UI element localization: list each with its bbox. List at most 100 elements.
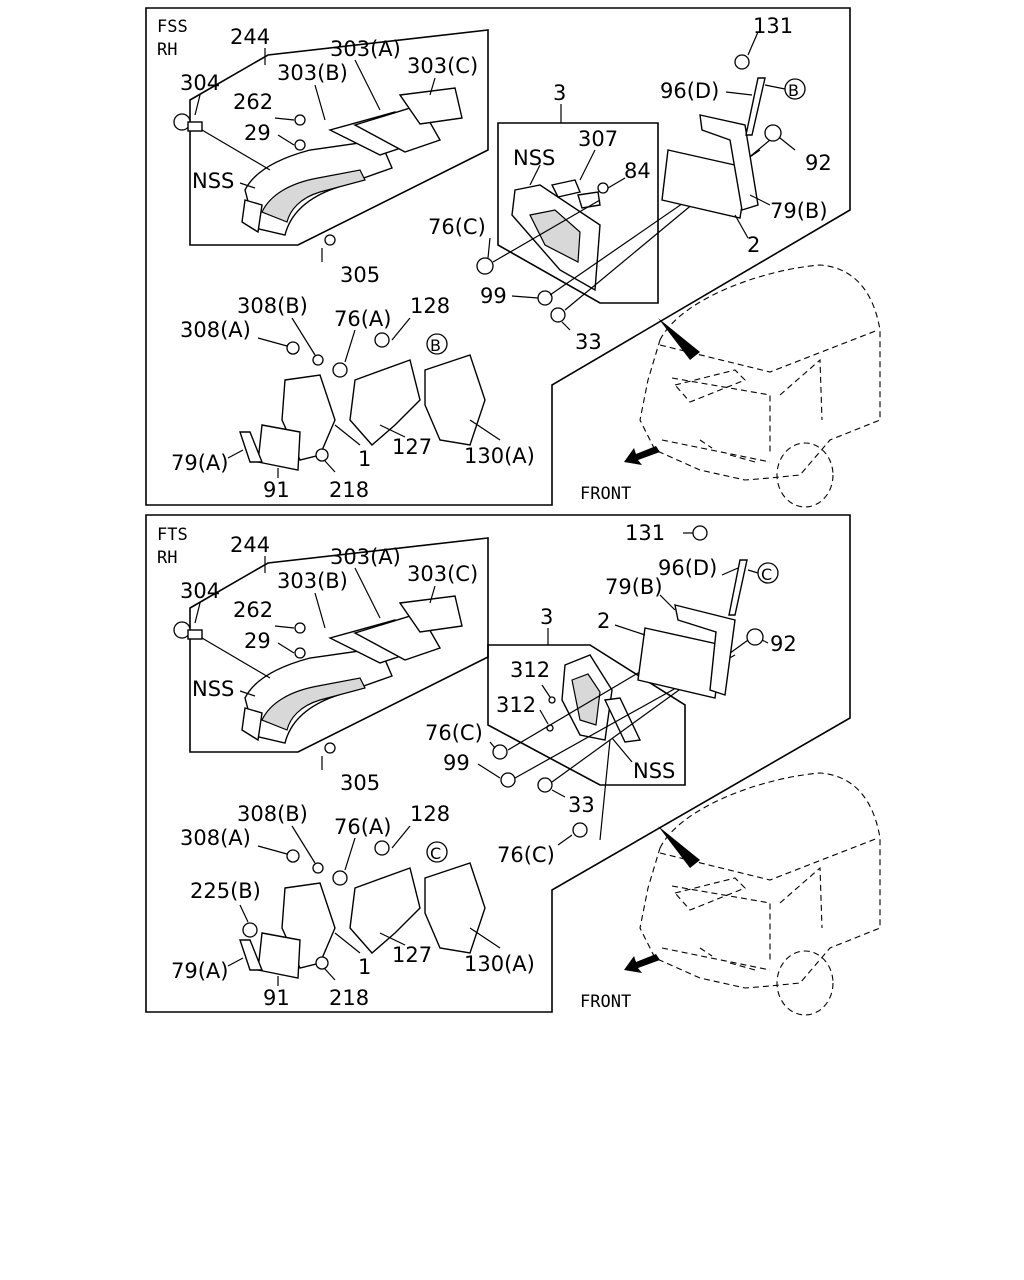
label-76a: 76(A) <box>334 815 391 839</box>
label-79a: 79(A) <box>171 451 228 475</box>
label-130a: 130(A) <box>464 444 535 468</box>
label-76c2: 76(C) <box>497 843 555 867</box>
label-99: 99 <box>480 284 507 308</box>
bolt-76c2-icon <box>572 822 588 838</box>
bolt-131-icon <box>734 54 750 70</box>
ref-b-letter: B <box>788 81 799 100</box>
washer-262-icon <box>294 622 306 634</box>
bolt-128-icon <box>374 840 390 856</box>
front-arrow-icon <box>624 446 660 465</box>
ref-b2-letter: B <box>430 336 441 355</box>
label-303a: 303(A) <box>330 37 401 61</box>
label-305: 305 <box>340 263 380 287</box>
label-127: 127 <box>392 435 432 459</box>
label-262: 262 <box>233 90 273 114</box>
label-128: 128 <box>410 802 450 826</box>
front-arrow-icon <box>624 954 660 973</box>
bracket-group-box <box>487 644 686 786</box>
truck-cab-illustration <box>639 772 881 1016</box>
washer-262-icon <box>294 114 306 126</box>
label-3: 3 <box>553 81 566 105</box>
mudflap-bracket-part <box>239 354 486 471</box>
clip-305-icon <box>324 234 336 246</box>
label-79b: 79(B) <box>770 199 828 223</box>
label-91: 91 <box>263 986 290 1010</box>
truck-cab-illustration <box>639 264 881 508</box>
front-label: FRONT <box>580 484 631 504</box>
panel-header-line2: RH <box>157 40 177 60</box>
bolt-308a-icon <box>286 849 300 863</box>
number-plate-part <box>661 77 766 219</box>
mudguard-group-box <box>189 29 489 246</box>
bolt-99-icon <box>537 290 553 306</box>
bolt-304-icon <box>173 621 203 640</box>
panel-fss: FSS RH 244 304 <box>145 7 881 508</box>
label-244: 244 <box>230 25 270 49</box>
label-308b: 308(B) <box>237 294 308 318</box>
label-3: 3 <box>540 605 553 629</box>
label-nss-left: NSS <box>192 169 234 193</box>
label-303b: 303(B) <box>277 569 348 593</box>
bolt-308a-icon <box>286 341 300 355</box>
label-303c: 303(C) <box>407 562 478 586</box>
nut-92-icon <box>764 124 782 142</box>
label-1: 1 <box>358 955 371 979</box>
panel-frame <box>145 514 851 1013</box>
label-131: 131 <box>753 14 793 38</box>
clip-305-icon <box>324 742 336 754</box>
label-312b: 312 <box>496 693 536 717</box>
bolt-33-icon <box>537 777 553 793</box>
label-312a: 312 <box>510 658 550 682</box>
nut-92-icon <box>746 628 764 646</box>
label-308a: 308(A) <box>180 826 251 850</box>
bracket-part <box>561 654 642 743</box>
label-308a: 308(A) <box>180 318 251 342</box>
label-96d: 96(D) <box>658 556 717 580</box>
label-nss-left: NSS <box>192 677 234 701</box>
label-218: 218 <box>329 986 369 1010</box>
label-131: 131 <box>625 521 665 545</box>
bolt-218-icon <box>315 956 329 970</box>
label-304: 304 <box>180 579 220 603</box>
label-nss-box: NSS <box>513 146 555 170</box>
label-128: 128 <box>410 294 450 318</box>
label-2: 2 <box>597 609 610 633</box>
label-33: 33 <box>575 330 602 354</box>
label-76c: 76(C) <box>428 215 486 239</box>
front-label: FRONT <box>580 992 631 1012</box>
mudguard-part <box>241 595 463 744</box>
panel-frame <box>145 7 851 506</box>
label-84: 84 <box>624 159 651 183</box>
bolt-84-icon <box>597 182 609 194</box>
nut-225b-icon <box>242 922 258 938</box>
bolt-308b-icon <box>312 354 324 366</box>
label-2: 2 <box>747 233 760 257</box>
label-1: 1 <box>358 447 371 471</box>
bolt-128-icon <box>374 332 390 348</box>
ref-c2-circle <box>426 841 448 863</box>
label-76c: 76(C) <box>425 721 483 745</box>
label-nss-box: NSS <box>633 759 675 783</box>
label-218: 218 <box>329 478 369 502</box>
number-plate-part <box>637 559 748 699</box>
label-308b: 308(B) <box>237 802 308 826</box>
ref-c2-letter: C <box>430 844 441 863</box>
ref-c-letter: C <box>761 565 772 584</box>
label-96d: 96(D) <box>660 79 719 103</box>
mudflap-bracket-part <box>239 862 486 979</box>
label-244: 244 <box>230 533 270 557</box>
label-307: 307 <box>578 127 618 151</box>
clip-29-icon <box>294 647 306 659</box>
bolt-33-icon <box>550 307 566 323</box>
mudguard-part <box>241 87 463 236</box>
panel-fts: FTS RH 244 304 303(A) 303(B) <box>145 514 881 1016</box>
pin-312a-icon <box>548 696 556 704</box>
label-92: 92 <box>770 632 797 656</box>
bolt-76c-icon <box>476 257 494 275</box>
label-91: 91 <box>263 478 290 502</box>
label-303b: 303(B) <box>277 61 348 85</box>
bolt-131-icon <box>692 525 708 541</box>
bolt-308b-icon <box>312 862 324 874</box>
bracket-group-box <box>497 122 659 304</box>
